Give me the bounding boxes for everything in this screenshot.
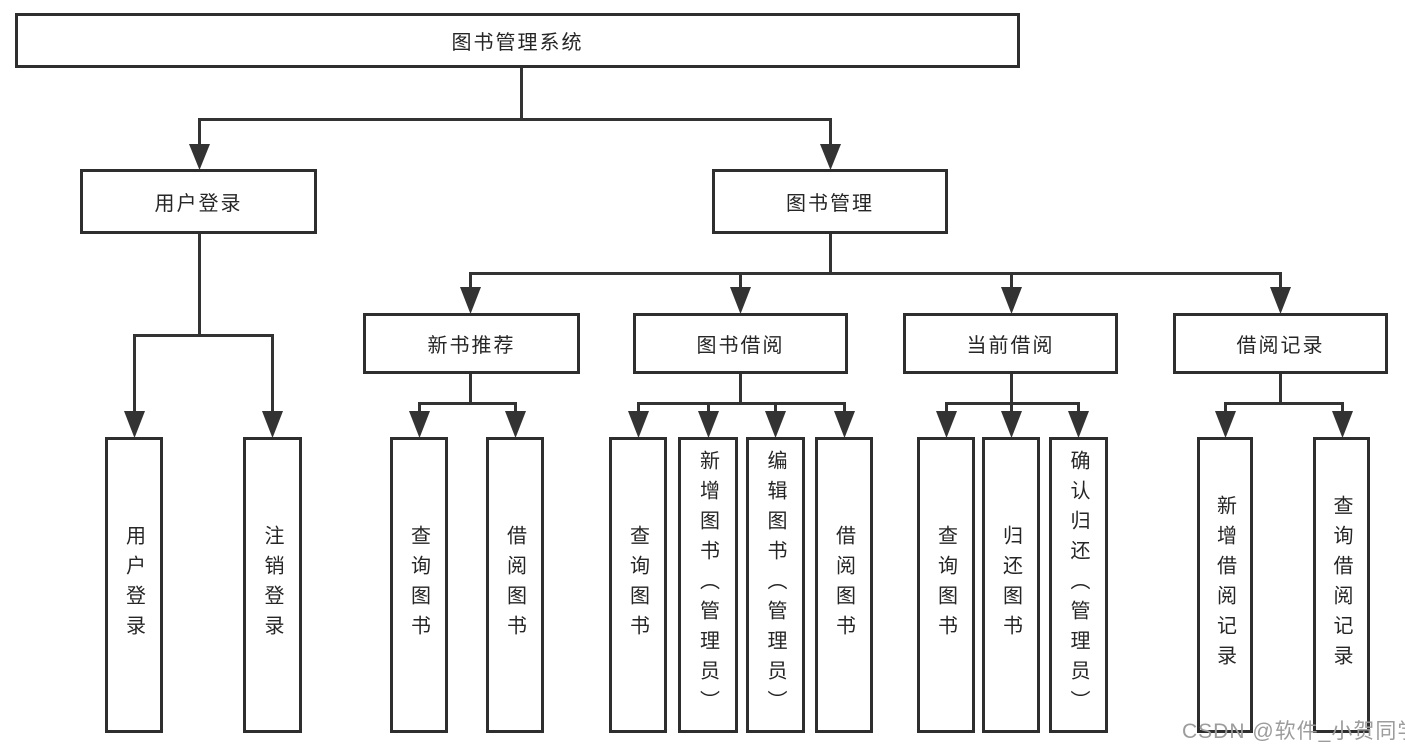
node-library-management-system: 图书管理系统	[15, 13, 1020, 68]
node-current-borrowing: 当前借阅	[903, 313, 1118, 374]
node-bb-query-books: 查询图书	[609, 437, 667, 733]
node-cb-confirm-return-admin: 确认归还（管理员）	[1049, 437, 1108, 733]
node-ul-user-login: 用户登录	[105, 437, 163, 733]
node-ul-logout: 注销登录	[243, 437, 302, 733]
node-cb-return-books: 归还图书	[982, 437, 1040, 733]
node-bb-add-books-admin: 新增图书（管理员）	[678, 437, 738, 733]
node-new-book-recommendation: 新书推荐	[363, 313, 580, 374]
node-cb-query-books: 查询图书	[917, 437, 975, 733]
node-book-management: 图书管理	[712, 169, 948, 234]
node-book-borrowing: 图书借阅	[633, 313, 848, 374]
csdn-watermark: CSDN @软件_小贺同学	[1182, 720, 1405, 743]
node-nb-query-books: 查询图书	[390, 437, 448, 733]
node-br-add-borrow-record: 新增借阅记录	[1197, 437, 1253, 733]
node-user-login: 用户登录	[80, 169, 317, 234]
node-nb-borrow-books: 借阅图书	[486, 437, 544, 733]
node-borrowing-records: 借阅记录	[1173, 313, 1388, 374]
arrowheads	[124, 144, 1353, 438]
node-bb-borrow-books: 借阅图书	[815, 437, 873, 733]
node-bb-edit-books-admin: 编辑图书（管理员）	[746, 437, 805, 733]
node-br-query-borrow-record: 查询借阅记录	[1313, 437, 1370, 733]
